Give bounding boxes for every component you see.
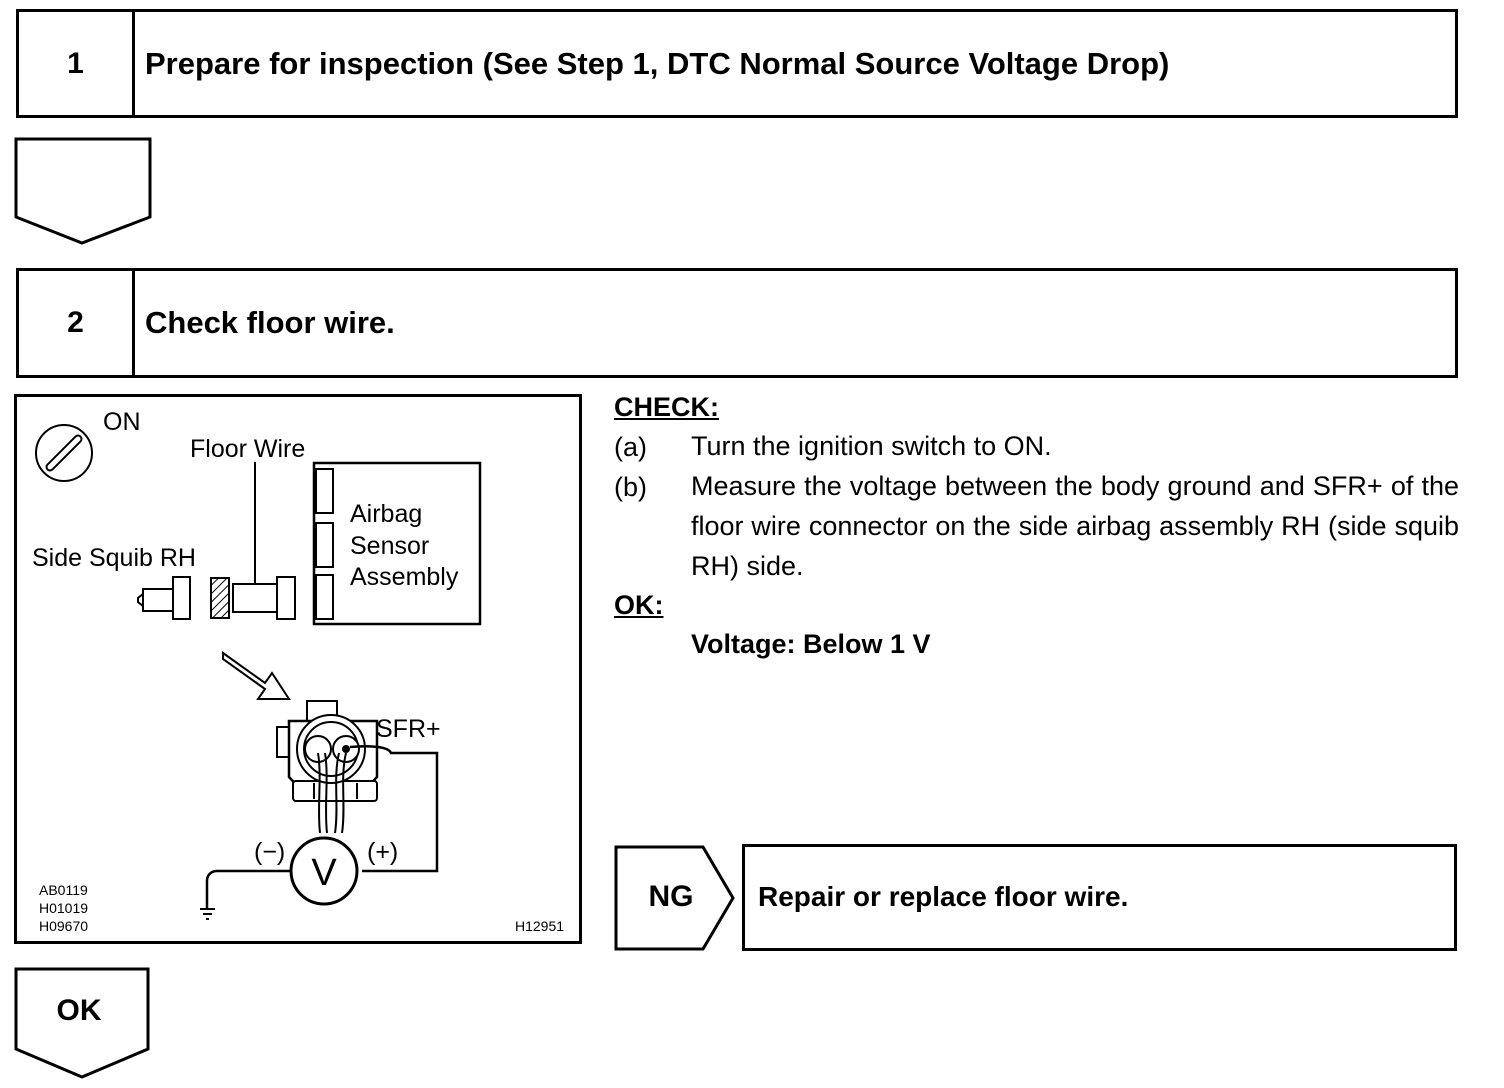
figure-id: H12951 [515, 918, 565, 934]
step-1-box: 1 Prepare for inspection (See Step 1, DT… [16, 9, 1458, 118]
check-item-b-label: (b) [614, 472, 647, 502]
airbag-label-line2: Sensor [350, 532, 430, 560]
check-item-a-label: (a) [614, 432, 647, 462]
step-2-box: 2 Check floor wire. [16, 268, 1458, 378]
ok-arrow-label: OK [56, 994, 102, 1027]
plus-label: (+) [367, 838, 399, 866]
ng-action-text: Repair or replace floor wire. [758, 881, 1129, 912]
check-item-a-text: Turn the ignition switch to ON. [691, 431, 1052, 461]
step-1-title: Prepare for inspection (See Step 1, DTC … [145, 45, 1170, 81]
sfr-connector-icon [276, 700, 379, 834]
figure-code-1: AB0119 [39, 882, 88, 898]
airbag-label-line1: Airbag [350, 500, 423, 528]
check-heading: CHECK: [614, 392, 719, 422]
step-2-title: Check floor wire. [145, 305, 395, 340]
minus-label: (−) [254, 838, 286, 866]
ng-label: NG [648, 880, 694, 913]
voltmeter-icon: V [289, 836, 359, 906]
airbag-sensor-icon [312, 461, 482, 626]
ground-icon [200, 908, 215, 920]
continue-arrow-icon [14, 137, 152, 245]
voltmeter-symbol: V [311, 852, 337, 894]
ok-heading: OK: [614, 590, 664, 620]
step-2-number: 2 [19, 271, 135, 375]
sfr-label: SFR+ [376, 715, 441, 743]
check-item-b-text: Measure the voltage between the body gro… [691, 471, 1459, 581]
ok-arrow-icon [14, 967, 150, 1079]
figure-code-2: H01019 [39, 900, 89, 916]
on-label: ON [103, 408, 141, 436]
side-squib-label: Side Squib RH [32, 544, 196, 572]
floor-wire-label: Floor Wire [190, 435, 306, 463]
side-squib-connector-icon [137, 576, 191, 620]
airbag-label-line3: Assembly [350, 563, 459, 591]
ok-value: Voltage: Below 1 V [691, 629, 931, 659]
wiring-diagram: V [35, 424, 482, 920]
ng-action-box: Repair or replace floor wire. [742, 844, 1457, 951]
direction-arrow-icon [222, 651, 291, 700]
ignition-switch-icon [35, 424, 93, 482]
floor-wire-connector-icon [210, 576, 296, 620]
figure-code-3: H09670 [39, 918, 89, 934]
inspection-figure: V ON Floor Wire Airbag Sensor Assembly S… [14, 394, 582, 944]
ng-arrow-icon [614, 845, 735, 951]
step-1-number: 1 [19, 12, 135, 115]
